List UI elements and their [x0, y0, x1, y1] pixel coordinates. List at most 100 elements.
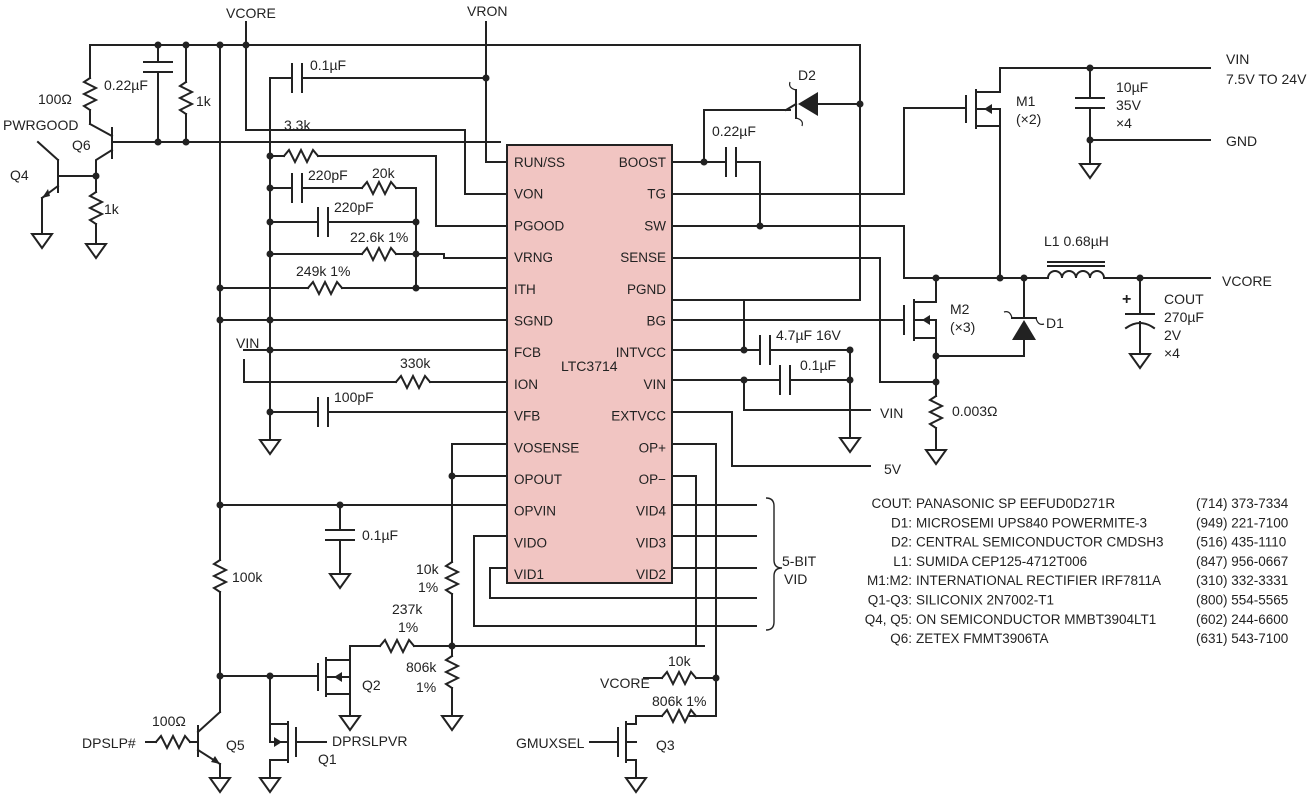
bom-phone: (602) 244-6600	[1196, 612, 1288, 627]
bom-ref: D1:	[891, 515, 912, 530]
m2-label: M2	[950, 301, 970, 317]
r-1k-top-label: 1k	[196, 93, 212, 109]
pin-left-8: VFB	[514, 409, 540, 424]
pin-right-6: INTVCC	[616, 345, 667, 360]
q4-transistor	[36, 140, 97, 227]
r-10k-b-label: 10k	[668, 653, 692, 669]
q5-transistor	[196, 710, 222, 771]
l1-label: L1 0.68µH	[1044, 233, 1109, 249]
bom-desc: MICROSEMI UPS840 POWERMITE-3	[916, 515, 1147, 530]
r-1k-bot-label: 1k	[104, 201, 120, 217]
pin-right-2: SW	[644, 218, 666, 233]
bom-ref: Q6:	[890, 631, 912, 646]
bom-ref: Q4, Q5:	[865, 612, 912, 627]
pin-right-12: VID3	[636, 535, 666, 550]
bom-desc: CENTRAL SEMICONDUCTOR CMDSH3	[916, 535, 1164, 550]
ic-right-pins: BOOSTTGSWSENSEPGNDBGINTVCCVINEXTVCCOP+OP…	[611, 155, 666, 582]
c-01-vin-label: 0.1µF	[800, 357, 836, 373]
pin-left-3: VRNG	[514, 250, 553, 265]
c-47-label: 4.7µF 16V	[776, 327, 842, 343]
c-01-opvin-label: 0.1µF	[362, 527, 398, 543]
pin-right-13: VID2	[636, 567, 666, 582]
m2-mosfet	[903, 277, 937, 383]
d1-diode	[1003, 277, 1045, 357]
bom-desc: PANASONIC SP EEFUD0D271R	[916, 496, 1115, 511]
pin-left-4: ITH	[514, 282, 536, 297]
vin-range-label: 7.5V TO 24V	[1226, 71, 1307, 87]
q2-label: Q2	[362, 677, 381, 693]
r-806k-b-label: 806k 1%	[652, 693, 706, 709]
gmuxsel-label: GMUXSEL	[516, 735, 585, 751]
vcore-rail-label: VCORE	[226, 5, 276, 21]
c-100p-label: 100pF	[334, 389, 374, 405]
r-249k-label: 249k 1%	[296, 263, 350, 279]
cout-v-label: 2V	[1164, 327, 1182, 343]
r-sense-label: 0.003Ω	[952, 403, 998, 419]
c-top-label: 0.1µF	[310, 57, 346, 73]
pin-left-13: VID1	[514, 567, 544, 582]
q6-label: Q6	[72, 137, 91, 153]
pwrgood-label: PWRGOOD	[3, 117, 78, 133]
d1-label: D1	[1046, 315, 1064, 331]
r-100-dpslp-label: 100Ω	[152, 713, 186, 729]
q1-mosfet	[269, 721, 327, 771]
bom-ref: M1:M2:	[867, 573, 912, 588]
q2-mosfet	[317, 645, 351, 709]
r-237k2-label: 1%	[398, 619, 418, 635]
ic-name: LTC3714	[561, 358, 618, 374]
cin-label: 10µF	[1116, 79, 1148, 95]
pin-left-10: OPOUT	[514, 472, 562, 487]
d2-diode	[789, 81, 861, 127]
bom-phone: (847) 956-0667	[1196, 554, 1288, 569]
pin-right-11: VID4	[636, 504, 667, 519]
pin-right-3: SENSE	[620, 250, 666, 265]
bom-desc: INTERNATIONAL RECTIFIER IRF7811A	[916, 573, 1161, 588]
vcore-low-label: VCORE	[600, 675, 650, 691]
pin-left-12: VIDO	[514, 535, 547, 550]
r-10k-a2-label: 1%	[418, 579, 438, 595]
bom-phone: (714) 373-7334	[1196, 496, 1289, 511]
cin-qty-label: ×4	[1116, 115, 1132, 131]
r-330k-label: 330k	[400, 355, 431, 371]
d2-label: D2	[798, 67, 816, 83]
r-806k2-label: 1%	[416, 679, 436, 695]
cout-plus: +	[1122, 291, 1131, 308]
gnd-label: GND	[1226, 133, 1257, 149]
vid-bus2-label: VID	[784, 571, 807, 587]
bom-ref: Q1-Q3:	[868, 593, 912, 608]
ltc3714-ic	[506, 144, 673, 584]
pin-left-7: ION	[514, 377, 538, 392]
vcore-out-label: VCORE	[1222, 273, 1272, 289]
m2-qty-label: (×3)	[950, 319, 975, 335]
pin-right-1: TG	[647, 187, 666, 202]
bom-desc: ON SEMICONDUCTOR MMBT3904LT1	[916, 612, 1156, 627]
q1-label: Q1	[318, 751, 337, 767]
bom-phone: (800) 554-5565	[1196, 593, 1288, 608]
pin-right-4: PGND	[627, 282, 666, 297]
m1-mosfet	[965, 67, 1091, 279]
bom-ref: COUT:	[872, 496, 913, 511]
r-20k-label: 20k	[372, 165, 396, 181]
vin-in-label: VIN	[1226, 51, 1249, 67]
bom-phone: (516) 435-1110	[1196, 535, 1286, 550]
q4-label: Q4	[10, 167, 29, 183]
r-10k-a-label: 10k	[416, 561, 440, 577]
pin-left-9: VOSENSE	[514, 440, 579, 455]
r-226k-label: 22.6k 1%	[350, 229, 408, 245]
pin-right-0: BOOST	[619, 155, 666, 170]
q6-transistor	[88, 122, 501, 173]
pin-left-6: FCB	[514, 345, 541, 360]
c-220p-a-label: 220pF	[308, 167, 348, 183]
bom-phone: (631) 543-7100	[1196, 631, 1288, 646]
cout-label: COUT	[1164, 291, 1204, 307]
q3-mosfet	[589, 715, 637, 771]
vin-low-label: VIN	[880, 405, 903, 421]
dprslpvr-label: DPRSLPVR	[332, 733, 407, 749]
ic-left-pins: RUN/SSVONPGOODVRNGITHSGNDFCBIONVFBVOSENS…	[514, 155, 579, 582]
bom-desc: SILICONIX 2N7002-T1	[916, 593, 1054, 608]
r-806k-label: 806k	[406, 659, 437, 675]
pin-left-11: OPVIN	[514, 504, 556, 519]
c-220p-b-label: 220pF	[334, 199, 374, 215]
c-022-boost-label: 0.22µF	[712, 123, 756, 139]
